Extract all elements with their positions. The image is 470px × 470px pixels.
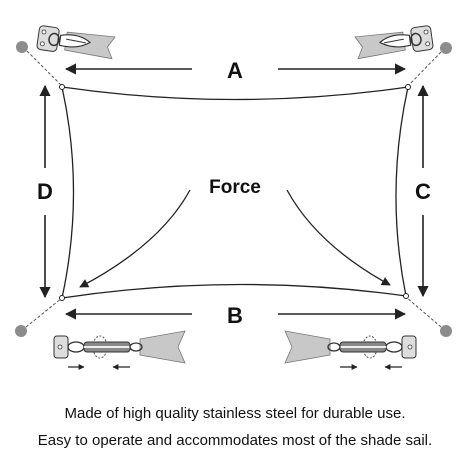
anchor-point-icon — [15, 325, 27, 337]
caption-line-1: Made of high quality stainless steel for… — [64, 405, 406, 422]
pad-eye-hook-icon — [36, 25, 116, 60]
pad-eye-hook-icon — [354, 25, 434, 60]
side-label-b: B — [227, 303, 243, 328]
sail-corners — [59, 84, 411, 301]
caption-line-2: Easy to operate and accommodates most of… — [37, 432, 433, 449]
anchor-point-icon — [440, 325, 452, 337]
force-arrow-left — [79, 189, 191, 288]
anchor-point-icon — [16, 41, 28, 53]
turnbuckle-icon — [53, 330, 186, 364]
side-label-d: D — [37, 179, 53, 204]
turnbuckle-icon — [284, 330, 417, 364]
side-label-c: C — [415, 179, 431, 204]
force-label: Force — [209, 177, 261, 198]
side-label-a: A — [227, 58, 243, 83]
guy-lines — [25, 50, 442, 328]
force-arrow-right — [286, 189, 391, 286]
anchor-point-icon — [440, 42, 452, 54]
